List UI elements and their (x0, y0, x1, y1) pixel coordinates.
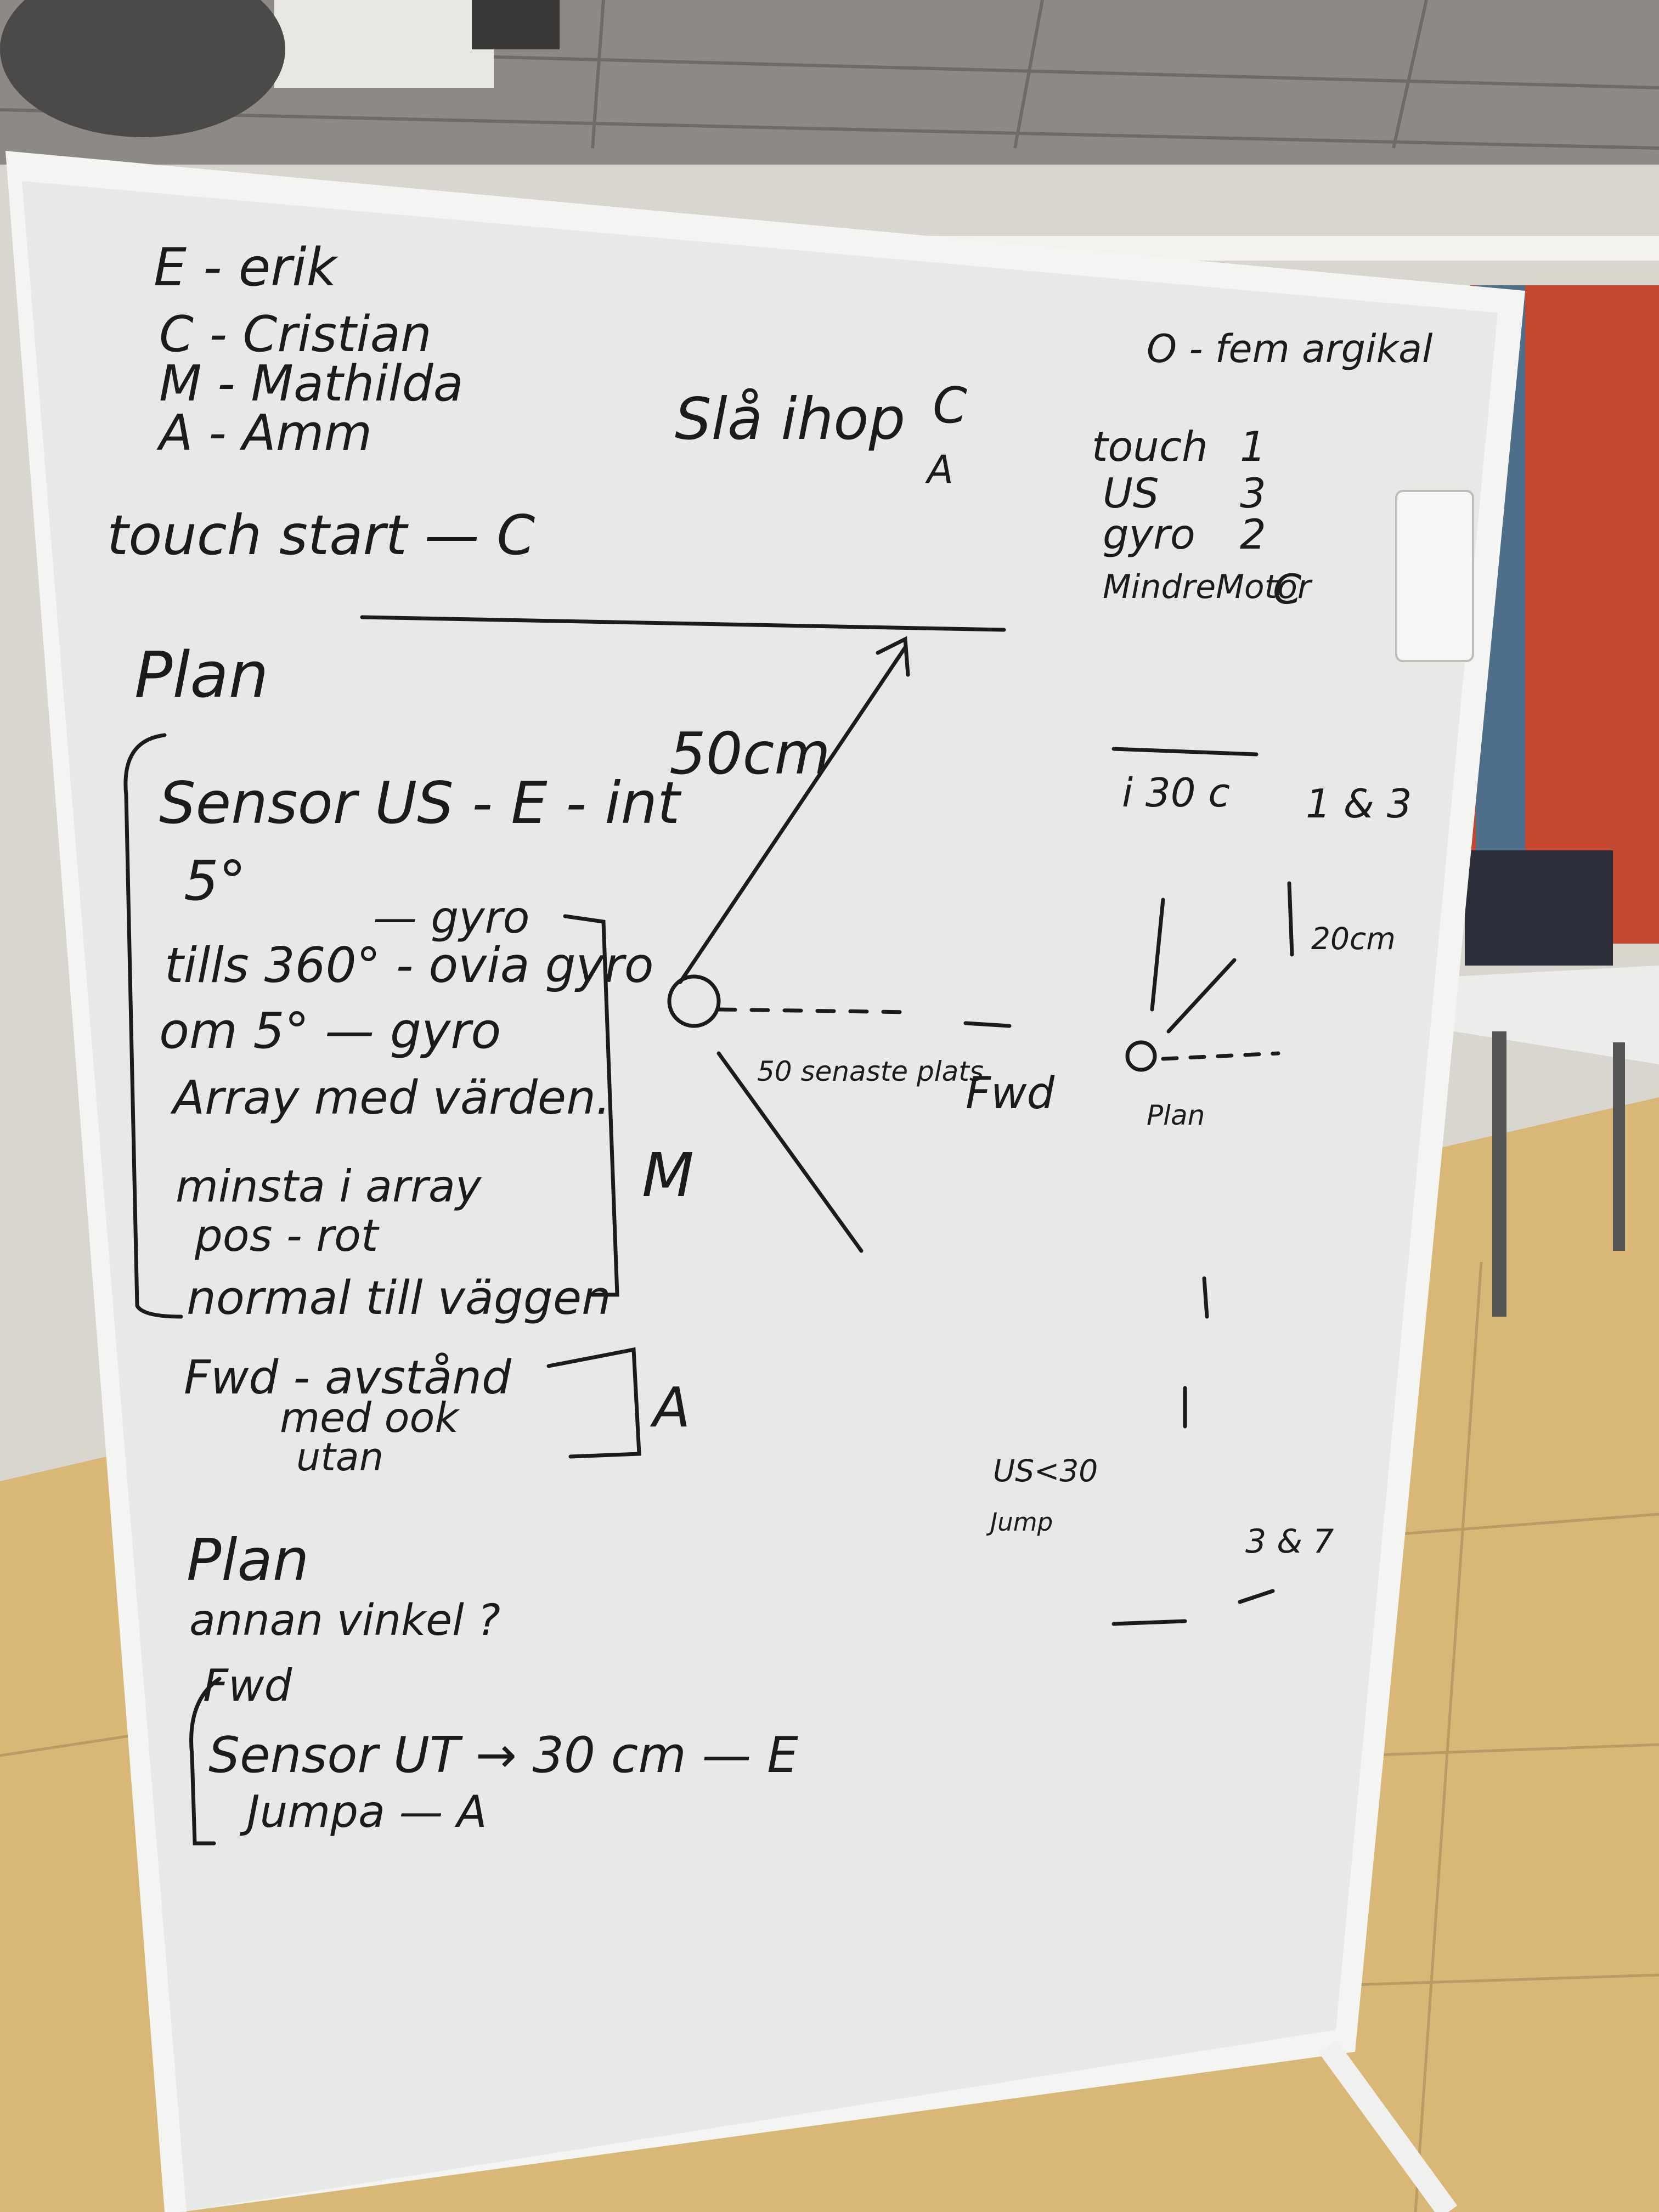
sla-ihop-label: Slå ihop (675, 386, 905, 453)
bottom-bracket (189, 1677, 222, 1846)
plan-line: Sensor US - E - int (159, 770, 682, 837)
sketch-arrow (1166, 958, 1237, 1034)
plan-bracket (123, 733, 183, 1319)
desk-leg (1613, 1042, 1625, 1251)
bottom-line: Fwd (203, 1660, 292, 1711)
port-name: gyro (1103, 510, 1195, 558)
fwd-line: med ook (280, 1393, 460, 1442)
diagram-fwd: Fwd (966, 1068, 1055, 1119)
plan-assignee: M (642, 1140, 694, 1210)
role-line: A - Amm (156, 404, 372, 462)
plan-line: 5° (184, 849, 246, 913)
port-name: touch (1092, 422, 1208, 471)
plan-title: Plan (134, 639, 269, 712)
plan2-sub: annan vinkel ? (189, 1596, 500, 1645)
whiteboard-stand (1318, 2040, 1458, 2212)
port-name: MindreMotor (1103, 568, 1313, 606)
whiteboard-strokes (123, 615, 1294, 1846)
fwd-line: utan (296, 1435, 383, 1480)
sketch-label: 1 & 3 (1306, 781, 1412, 827)
plan-line: Array med värden. (170, 1071, 611, 1125)
diagram-distance: 50cm (669, 720, 831, 787)
plan-line: om 5° — gyro (159, 1002, 501, 1060)
whiteboard (5, 151, 1525, 2212)
sketch-label: 3 & 7 (1245, 1522, 1334, 1561)
projector-mount (472, 0, 560, 49)
sketch-line (1111, 747, 1259, 757)
ceiling-duct (0, 0, 285, 137)
ceiling-projector (274, 0, 494, 88)
fwd-a-bracket (546, 1347, 641, 1459)
role-line: C - Cristian (159, 306, 432, 363)
sketch-circle (1125, 1040, 1157, 1072)
whiteboard-writing: E - erik C - Cristian M - Mathilda A - A… (107, 238, 1433, 1837)
port-header: O - fem argikal (1147, 326, 1433, 371)
plan-line: — gyro (373, 892, 529, 943)
port-value: 2 (1240, 510, 1266, 558)
sketch-dashed (1161, 1051, 1280, 1061)
fwd-arrow (963, 1021, 1012, 1028)
fwd-line: Fwd - avstånd (184, 1351, 512, 1405)
eraser-holder (1395, 490, 1474, 662)
sketch-label: Jump (986, 1508, 1053, 1537)
diagram-arrow (716, 1051, 864, 1253)
sketch-arrow (1150, 898, 1165, 1012)
bag-on-desk (1465, 850, 1613, 966)
plan-line: pos - rot (194, 1210, 380, 1261)
arrow-head (876, 636, 910, 677)
sketch-arrow (1202, 1276, 1209, 1319)
sla-ihop-c: C (933, 377, 967, 435)
whiteboard-surface (22, 181, 1498, 2212)
sketch-label: Plan (1147, 1099, 1205, 1131)
sketch-line (1111, 1619, 1187, 1626)
sketch-arrow (1287, 881, 1294, 957)
divider-line (360, 615, 1006, 632)
role-line: M - Mathilda (159, 355, 464, 413)
floor-tile-lines (0, 1261, 1659, 2212)
diagram-note: 50 senaste plats (757, 1056, 984, 1087)
plan-line: tills 360° - ovia gyro (165, 937, 654, 994)
bottom-line: Jumpa — A (239, 1786, 487, 1837)
sketch-label: US<30 (993, 1453, 1098, 1488)
diagram-arrow (678, 645, 907, 984)
port-value: 3 (1240, 469, 1266, 517)
port-value: C (1273, 565, 1302, 613)
port-name: US (1103, 469, 1159, 517)
plan-m-bracket (563, 914, 619, 1297)
sketch-label: i 30 c (1122, 770, 1230, 816)
robot-circle (667, 974, 721, 1028)
sla-ihop-a: A (925, 447, 953, 492)
role-line: E - erik (154, 238, 339, 298)
desk-leg (1492, 1031, 1506, 1317)
plan2-title: Plan (187, 1527, 309, 1594)
touch-start-line: touch start — C (107, 503, 535, 567)
dashed-path (716, 1007, 913, 1014)
port-value: 1 (1240, 422, 1266, 471)
bottom-line: Sensor UT → 30 cm — E (208, 1726, 798, 1784)
plan-line: normal till väggen (187, 1271, 611, 1325)
sketch-arrow (1238, 1589, 1275, 1604)
sketch-label: 20cm (1311, 921, 1396, 956)
fwd-assignee: A (650, 1375, 690, 1440)
plan-line: minsta i array (176, 1161, 482, 1212)
